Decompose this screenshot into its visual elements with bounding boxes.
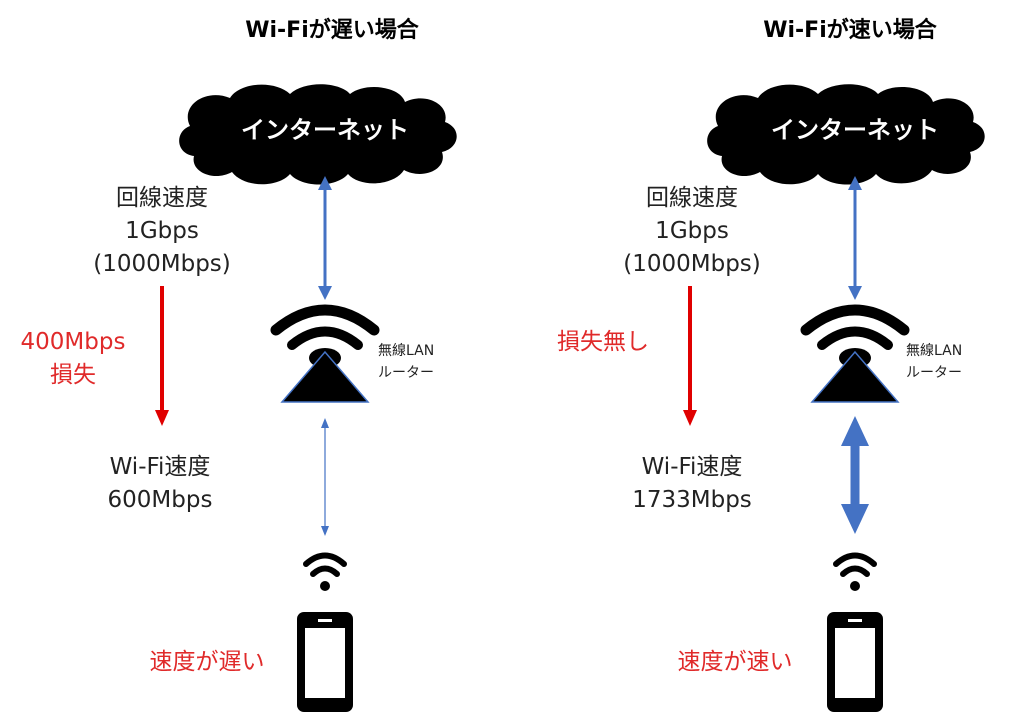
right-title: Wi-Fiが速い場合: [763, 18, 937, 43]
left-wifi-speed-value: 600Mbps: [107, 487, 213, 513]
left-line-speed: 回線速度 1Gbps (1000Mbps): [93, 182, 231, 281]
right-line-speed: 回線速度 1Gbps (1000Mbps): [623, 182, 761, 281]
left-red-arrow-icon: [155, 286, 169, 426]
right-line-speed-label: 回線速度: [645, 185, 738, 211]
left-title: Wi-Fiが遅い場合: [245, 18, 419, 43]
right-router-label-1: 無線LAN: [906, 343, 963, 359]
left-panel: [155, 84, 457, 712]
right-wifi-speed-value: 1733Mbps: [632, 487, 752, 513]
left-line-speed-label: 回線速度: [115, 185, 208, 211]
left-router-label-2: ルーター: [378, 365, 434, 381]
left-wifi-icon: [303, 552, 347, 591]
left-wifi-speed: Wi-Fi速度 600Mbps: [108, 451, 213, 517]
left-router-label: 無線LAN ルーター: [378, 340, 434, 384]
right-wifi-speed: Wi-Fi速度 1733Mbps: [632, 451, 752, 517]
left-line-speed-gbps: 1Gbps: [125, 218, 199, 244]
right-router-label: 無線LAN ルーター: [906, 340, 962, 384]
right-loss-label: 損失無し: [557, 329, 649, 355]
right-loss: 損失無し: [557, 326, 649, 359]
right-smartphone-icon: [827, 612, 883, 712]
left-router-icon: [270, 304, 380, 403]
right-panel: [683, 84, 985, 712]
right-router-label-2: ルーター: [906, 365, 962, 381]
right-result: 速度が速い: [677, 649, 793, 675]
right-arrow-icon-internet-router: [848, 176, 862, 300]
left-cloud-label: インターネット: [241, 116, 409, 144]
right-wifi-icon: [833, 552, 877, 591]
right-wifi-speed-label: Wi-Fi速度: [641, 454, 743, 480]
left-router-label-1: 無線LAN: [378, 343, 435, 359]
left-arrow-icon-router-phone: [321, 418, 329, 536]
left-loss-amount: 400Mbps: [20, 329, 126, 355]
right-cloud-label: インターネット: [771, 116, 939, 144]
right-router-icon: [800, 304, 910, 403]
right-red-arrow-icon: [683, 286, 697, 426]
left-loss-label: 損失: [50, 362, 96, 388]
left-smartphone-icon: [297, 612, 353, 712]
right-line-speed-mbps: (1000Mbps): [623, 251, 761, 277]
left-line-speed-mbps: (1000Mbps): [93, 251, 231, 277]
left-arrow-icon-internet-router: [318, 176, 332, 300]
right-arrow-icon-router-phone: [841, 416, 869, 534]
left-wifi-speed-label: Wi-Fi速度: [109, 454, 211, 480]
left-loss: 400Mbps 損失: [21, 326, 126, 392]
right-line-speed-gbps: 1Gbps: [655, 218, 729, 244]
left-result: 速度が遅い: [149, 649, 265, 675]
